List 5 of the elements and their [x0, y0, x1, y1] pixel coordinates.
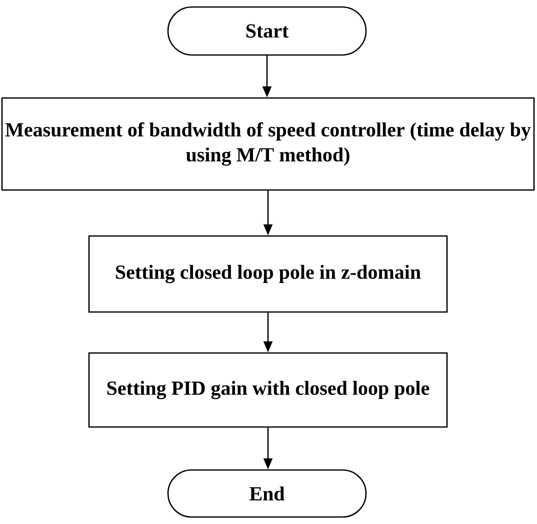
terminal-box: End	[167, 469, 367, 518]
process-box: Setting PID gain with closed loop pole	[88, 352, 448, 428]
process-box: Measurement of bandwidth of speed controller (time delay by using M/T method)	[1, 97, 535, 191]
process-box: Setting closed loop pole in z-domain	[88, 235, 448, 313]
terminal-box: Start	[167, 6, 367, 56]
